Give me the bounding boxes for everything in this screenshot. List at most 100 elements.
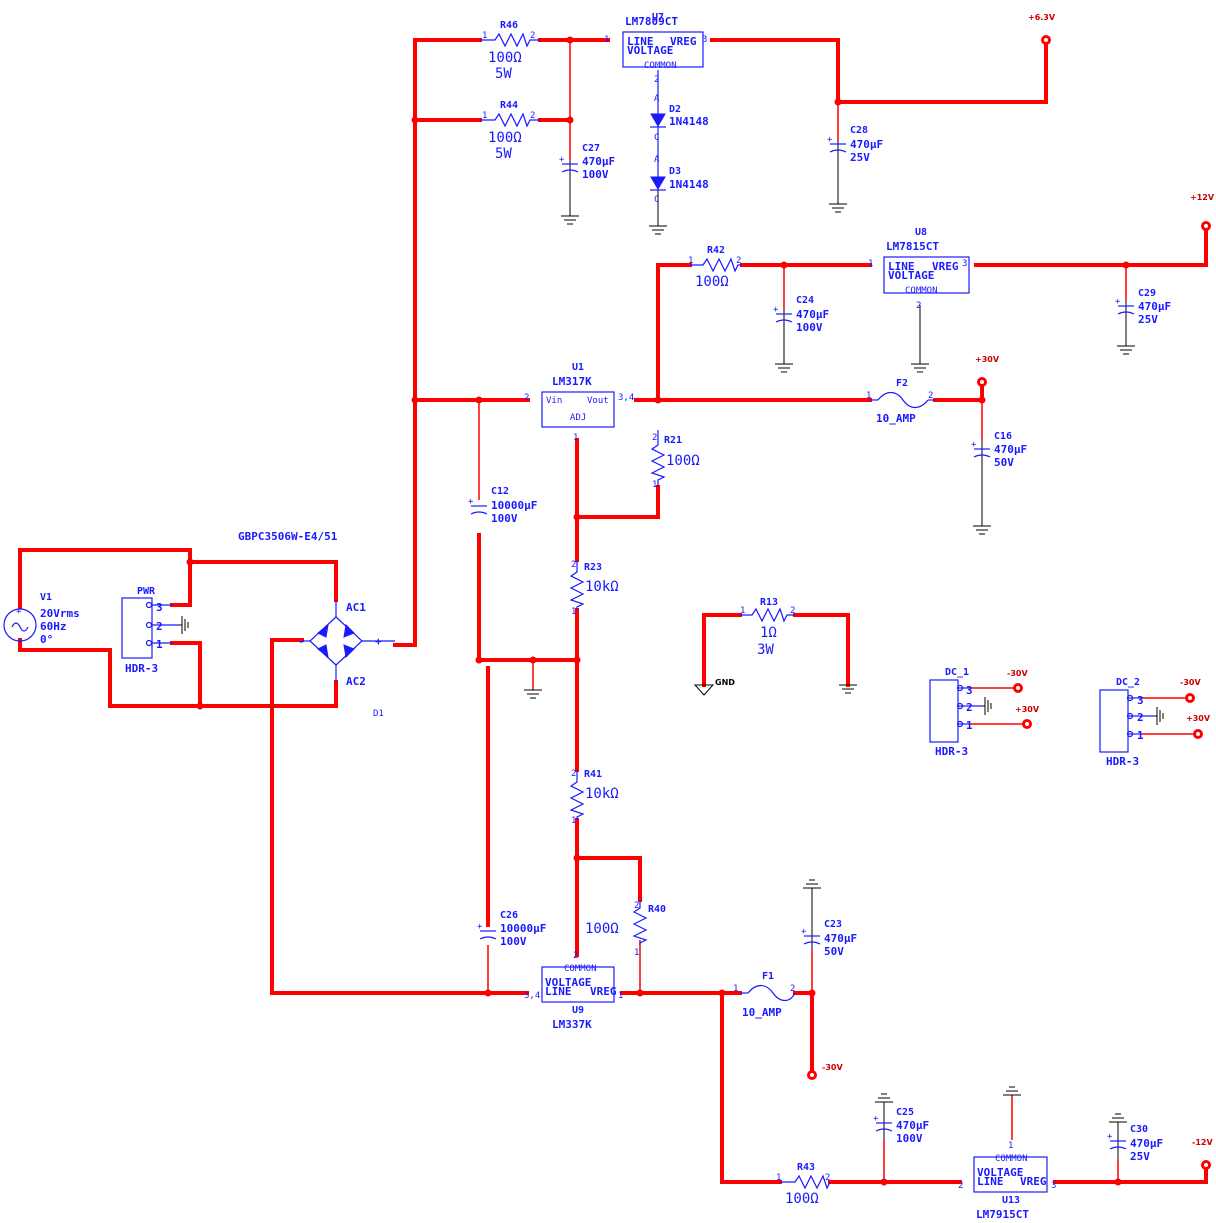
ground-icon	[561, 160, 579, 225]
header-dc1: DC_1 HDR-3 3 2 1 -30V +30V	[929, 667, 1040, 758]
svg-text:D1: D1	[373, 709, 384, 719]
svg-text:VREG: VREG	[670, 35, 697, 48]
svg-text:+12V: +12V	[1190, 193, 1215, 202]
svg-text:3: 3	[156, 601, 163, 614]
svg-text:1: 1	[634, 948, 639, 958]
svg-text:Vout: Vout	[587, 396, 609, 406]
svg-text:VREG: VREG	[1020, 1175, 1047, 1188]
svg-text:GND: GND	[715, 678, 735, 687]
svg-text:2: 2	[571, 560, 576, 570]
svg-text:1: 1	[156, 638, 163, 651]
svg-text:+: +	[468, 497, 474, 507]
svg-text:10000µF: 10000µF	[500, 922, 546, 935]
svg-text:5W: 5W	[495, 66, 512, 82]
svg-text:+: +	[16, 607, 22, 617]
svg-text:U9: U9	[572, 1005, 584, 1016]
capacitor-c29: + C29 470µF 25V	[1115, 288, 1171, 326]
svg-text:HDR-3: HDR-3	[1106, 755, 1139, 768]
svg-text:1N4148: 1N4148	[669, 115, 709, 128]
svg-text:+: +	[873, 1114, 879, 1124]
svg-text:1: 1	[652, 480, 657, 490]
svg-text:2: 2	[790, 606, 795, 616]
ground-icon	[775, 310, 793, 373]
svg-text:VOLTAGE: VOLTAGE	[545, 976, 591, 989]
svg-text:100Ω: 100Ω	[785, 1191, 819, 1207]
svg-text:100Ω: 100Ω	[488, 130, 522, 146]
svg-text:1: 1	[482, 111, 487, 121]
svg-text:-12V: -12V	[1192, 1138, 1213, 1147]
svg-text:COMMON: COMMON	[905, 286, 938, 296]
svg-text:C: C	[654, 133, 659, 143]
capacitor-c24: + C24 470µF 100V	[773, 295, 829, 334]
svg-text:+: +	[801, 927, 807, 937]
capacitor-c30: + C30 470µF 25V	[1107, 1124, 1163, 1163]
svg-text:1: 1	[740, 606, 745, 616]
svg-text:3: 3	[702, 35, 707, 45]
svg-text:+: +	[1115, 297, 1121, 307]
svg-text:1: 1	[1008, 1141, 1013, 1151]
svg-text:2: 2	[790, 984, 795, 994]
svg-text:1: 1	[868, 259, 873, 269]
ground-icon	[973, 440, 991, 535]
svg-text:470µF: 470µF	[1130, 1137, 1163, 1150]
svg-text:AC1: AC1	[346, 601, 366, 614]
svg-text:470µF: 470µF	[582, 155, 615, 168]
svg-text:U7: U7	[652, 12, 664, 23]
svg-text:LM7815CT: LM7815CT	[886, 240, 939, 253]
capacitor-c12: + C12 10000µF 100V	[468, 486, 537, 525]
svg-text:1: 1	[571, 816, 576, 826]
svg-text:470µF: 470µF	[850, 138, 883, 151]
svg-text:470µF: 470µF	[824, 932, 857, 945]
svg-text:1Ω: 1Ω	[760, 625, 777, 641]
terminal-12v: +12V	[1190, 193, 1215, 231]
svg-text:470µF: 470µF	[896, 1119, 929, 1132]
svg-text:+: +	[773, 305, 779, 315]
svg-text:25V: 25V	[1138, 313, 1158, 326]
svg-text:+6.3V: +6.3V	[1028, 13, 1056, 22]
svg-text:+: +	[971, 440, 977, 450]
svg-text:2: 2	[966, 701, 973, 714]
svg-text:-: -	[17, 635, 22, 645]
header-dc2: DC_2 HDR-3 3 2 1 -30V +30V	[1099, 677, 1211, 768]
capacitor-c23: + C23 470µF 50V	[801, 919, 857, 958]
svg-text:HDR-3: HDR-3	[125, 662, 158, 675]
svg-text:10_AMP: 10_AMP	[742, 1006, 782, 1019]
svg-text:U13: U13	[1002, 1195, 1020, 1206]
svg-text:-30V: -30V	[1007, 669, 1028, 678]
svg-text:D2: D2	[669, 104, 681, 115]
diode-d3: D3 1N4148 C	[650, 166, 709, 205]
capacitor-c16: + C16 470µF 50V	[971, 431, 1027, 469]
bridge-rectifier: GBPC3506W-E4/51 AC1 AC2 + - D1	[238, 530, 395, 719]
svg-text:10000µF: 10000µF	[491, 499, 537, 512]
svg-text:+: +	[477, 922, 483, 932]
ground-icon	[649, 190, 667, 235]
svg-text:+30V: +30V	[1015, 705, 1040, 714]
svg-text:1: 1	[866, 391, 871, 401]
svg-text:C29: C29	[1138, 288, 1156, 299]
ground-icon	[911, 305, 929, 373]
svg-text:LINE: LINE	[627, 35, 654, 48]
terminal-m30v: -30V	[807, 1063, 843, 1080]
svg-text:100V: 100V	[491, 512, 518, 525]
capacitor-c27: + C27 470µF 100V	[559, 143, 615, 181]
svg-text:2: 2	[634, 901, 639, 911]
svg-text:470µF: 470µF	[1138, 300, 1171, 313]
svg-text:1: 1	[733, 984, 738, 994]
header-pwr: PWR HDR-3 3 2 1	[121, 586, 189, 675]
svg-text:LINE: LINE	[888, 260, 915, 273]
svg-text:R43: R43	[797, 1162, 815, 1173]
svg-text:R42: R42	[707, 245, 725, 256]
svg-text:F2: F2	[896, 378, 908, 389]
svg-text:3,4: 3,4	[618, 393, 634, 403]
svg-text:3: 3	[966, 684, 973, 697]
svg-text:V1: V1	[40, 592, 52, 603]
svg-text:R41: R41	[584, 769, 602, 780]
svg-text:+30V: +30V	[1186, 714, 1211, 723]
resistor-r41: 21 R41 10kΩ	[569, 769, 619, 826]
svg-text:50V: 50V	[994, 456, 1014, 469]
svg-text:1: 1	[966, 719, 973, 732]
svg-text:C24: C24	[796, 295, 814, 306]
